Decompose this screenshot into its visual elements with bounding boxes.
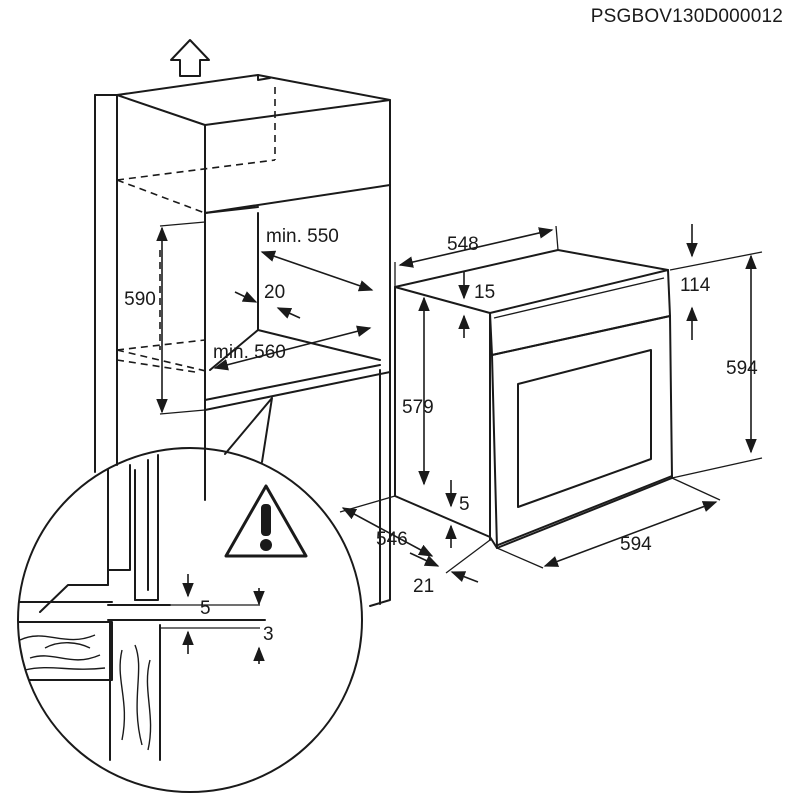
oven-depth-top-label: 548 [447, 234, 479, 255]
niche-min-width-label: min. 550 [266, 226, 339, 247]
warning-icon [224, 484, 308, 558]
oven-height-label: 594 [726, 358, 758, 379]
up-arrow-icon [170, 39, 210, 77]
oven-body-height-label: 579 [402, 397, 434, 418]
product-code: PSGBOV130D000012 [591, 6, 783, 27]
oven-depth-side-label: 546 [376, 529, 408, 550]
niche-gap-label: 20 [264, 282, 285, 303]
niche-dimensions: 590 min. 550 20 min. 560 [124, 221, 374, 415]
niche-min-depth-label: min. 560 [213, 342, 286, 363]
oven-top-offset-label: 15 [474, 282, 495, 303]
oven-bottom-offset-label: 5 [459, 494, 470, 515]
oven-panel-height-label: 114 [680, 275, 711, 296]
detail-callout [224, 397, 273, 463]
oven [394, 249, 673, 549]
detail-gap-label: 5 [200, 598, 211, 619]
detail-offset-label: 3 [263, 624, 274, 645]
detail-circle: 5 3 [17, 447, 363, 793]
niche-height-label: 590 [124, 289, 156, 310]
oven-door-thickness-label: 21 [413, 576, 434, 597]
oven-width-label: 594 [620, 534, 652, 555]
oven-dimensions: 548 15 579 5 546 21 594 594 11 [339, 224, 763, 597]
